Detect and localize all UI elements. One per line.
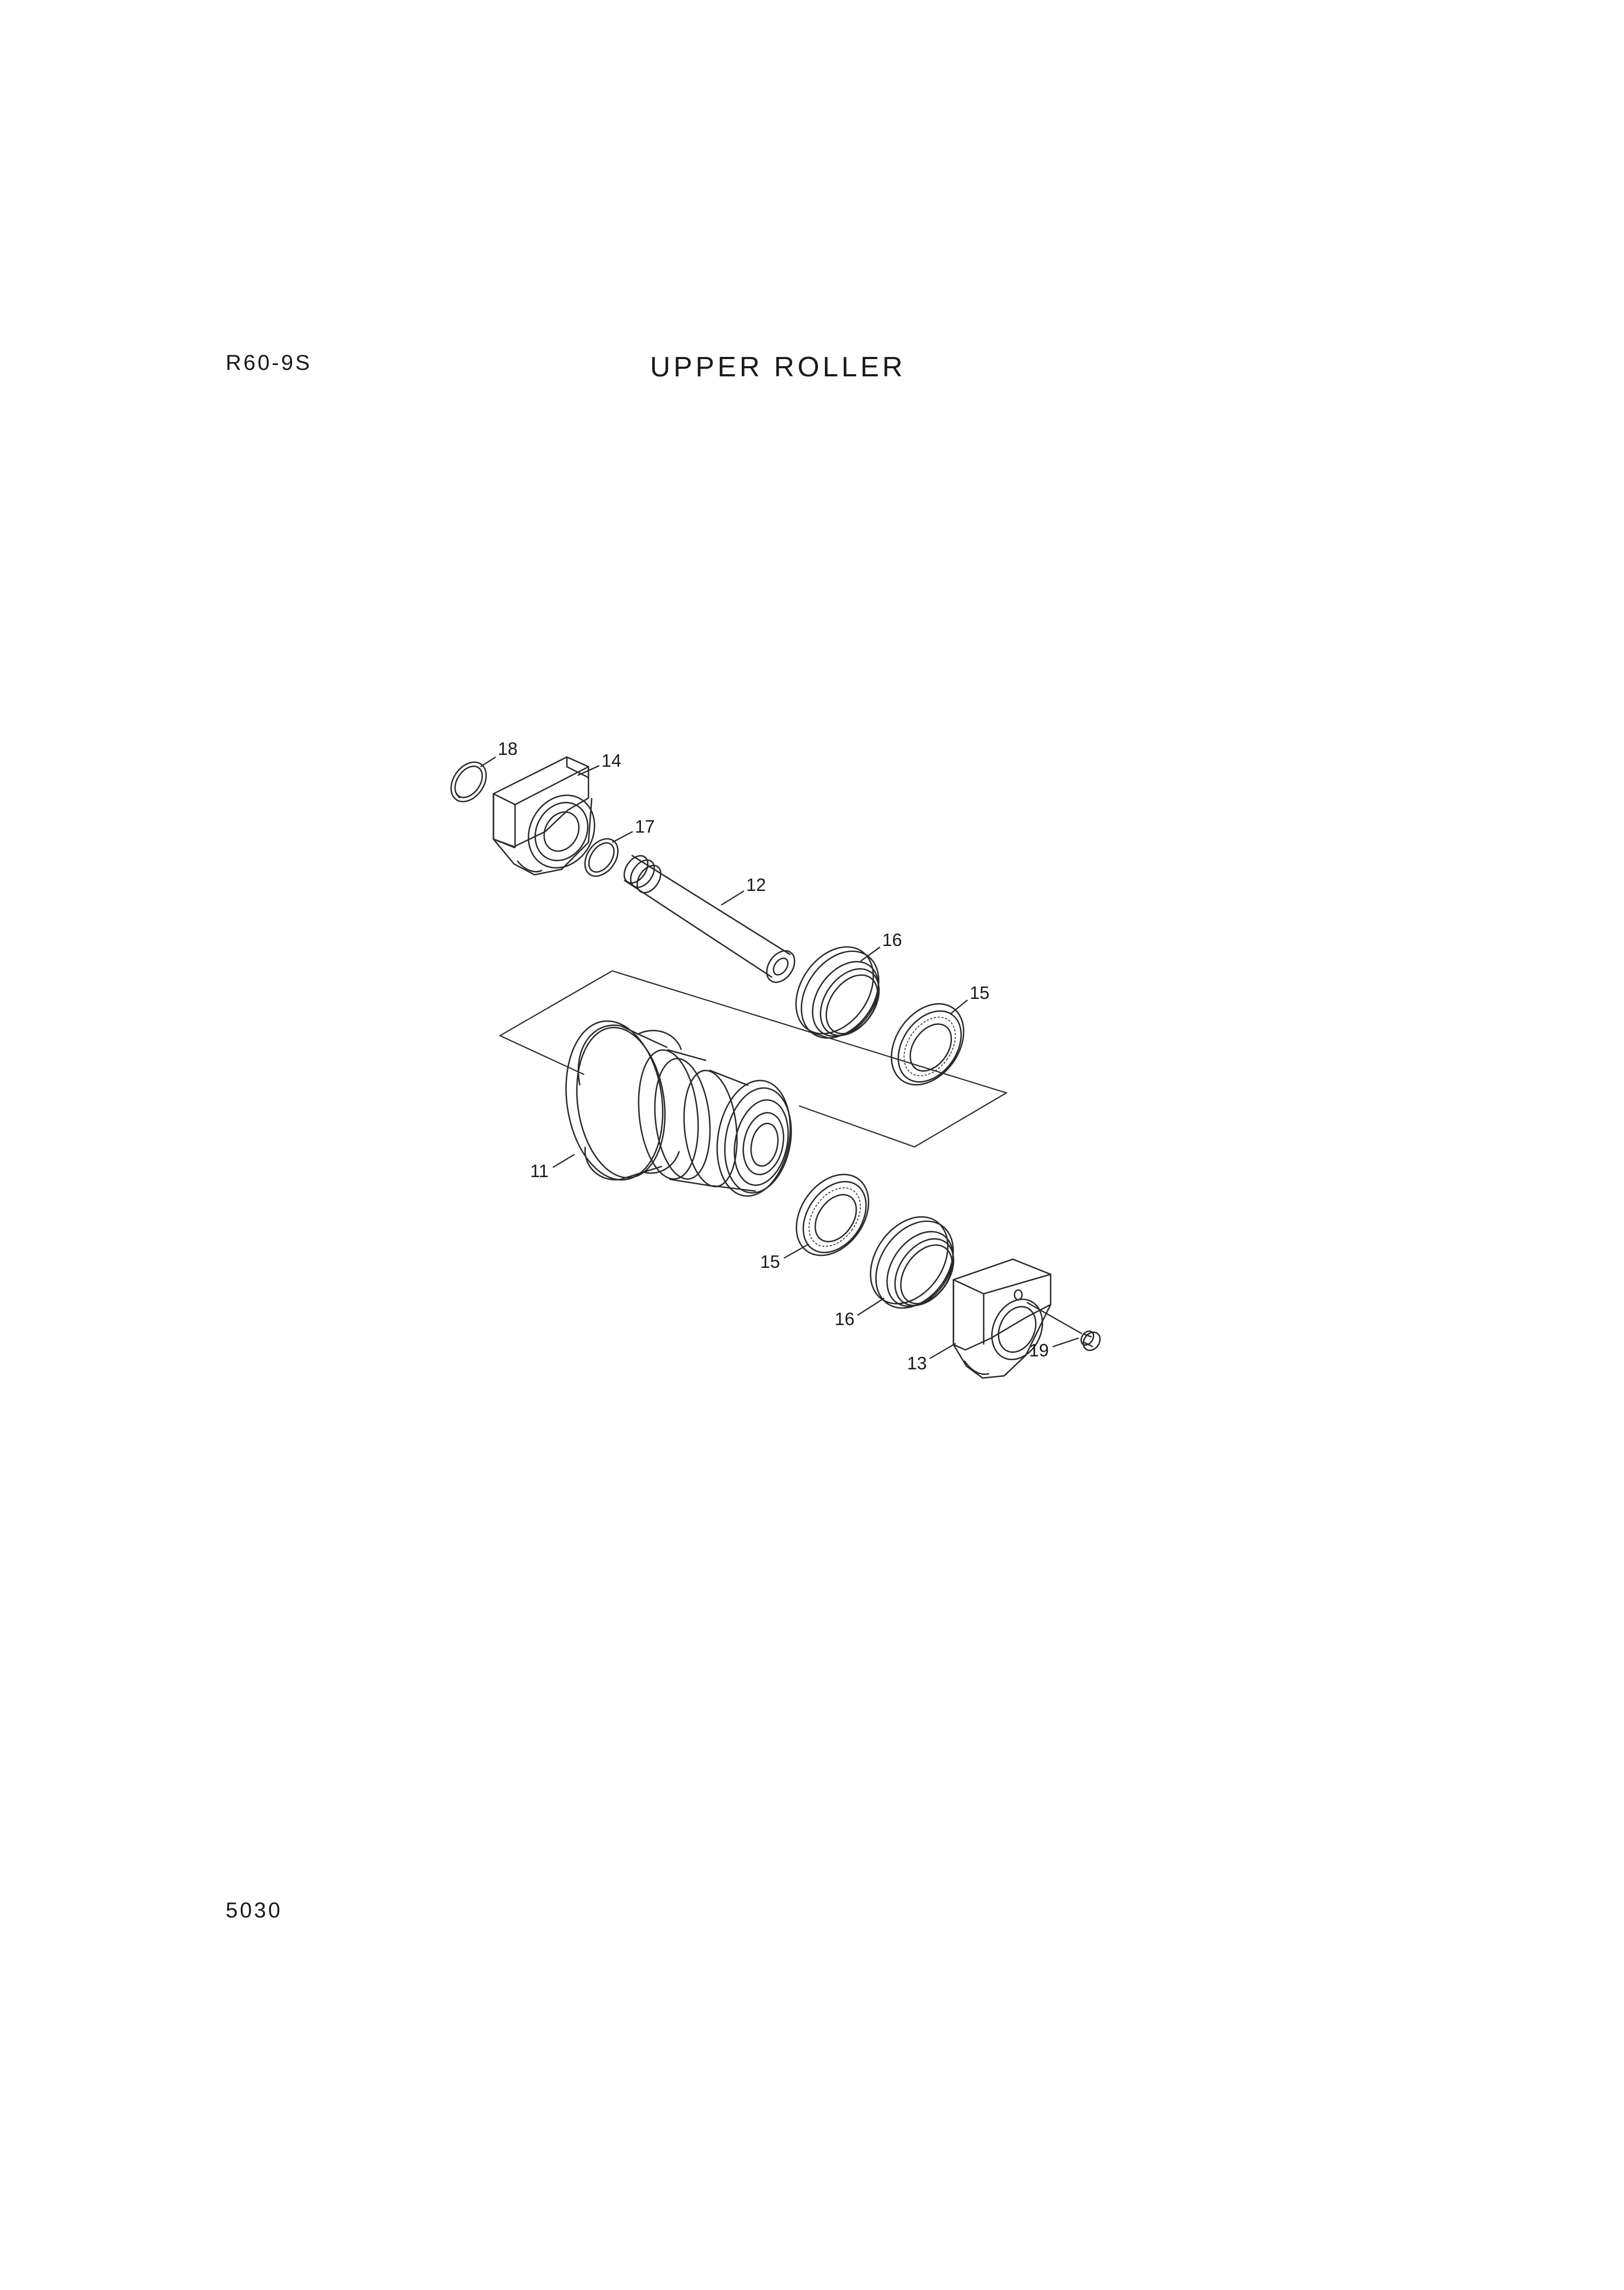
page-number: 5030 <box>226 1899 282 1922</box>
leader-16-lower <box>857 1297 885 1316</box>
leader-15-lower <box>783 1243 809 1259</box>
leader-19-to-bracket <box>1026 1301 1082 1335</box>
callout-19: 19 <box>1029 1340 1049 1360</box>
leader-14 <box>577 765 600 776</box>
callout-17: 17 <box>635 816 655 836</box>
part-11-roller-body <box>565 1020 792 1197</box>
callout-14: 14 <box>601 751 621 771</box>
model-code: R60-9S <box>226 351 312 375</box>
callout-16-upper: 16 <box>882 930 902 950</box>
leader-13 <box>929 1342 956 1360</box>
part-15-bearing-upper <box>890 1003 965 1086</box>
leader-11 <box>552 1153 575 1168</box>
leader-16-upper <box>860 947 881 962</box>
callout-15-lower: 15 <box>760 1252 780 1272</box>
part-14-support-bracket <box>492 756 596 876</box>
part-18-snap-ring <box>450 761 487 802</box>
leader-15-upper <box>950 999 968 1015</box>
part-13-support-bracket <box>952 1258 1052 1379</box>
callout-13: 13 <box>907 1353 927 1373</box>
part-15-bearing-lower <box>795 1173 870 1257</box>
callout-11: 11 <box>530 1161 549 1181</box>
part-16-floating-seal-upper <box>795 946 880 1039</box>
page-title: UPPER ROLLER <box>650 352 906 383</box>
part-19-plug <box>1080 1330 1101 1352</box>
leader-17 <box>612 830 633 843</box>
callout-18: 18 <box>498 739 518 759</box>
part-17-o-ring <box>584 838 619 877</box>
callout-15-upper: 15 <box>970 983 990 1003</box>
leader-19 <box>1052 1337 1079 1348</box>
assembly-outline-left <box>498 970 613 1075</box>
part-16-floating-seal-lower <box>870 1216 955 1309</box>
assembly-outline <box>612 970 1008 1148</box>
leader-18 <box>480 756 496 768</box>
part-12-shaft <box>623 854 796 983</box>
callout-12: 12 <box>746 875 766 895</box>
callout-16-lower: 16 <box>835 1309 855 1329</box>
leader-12 <box>721 890 745 906</box>
